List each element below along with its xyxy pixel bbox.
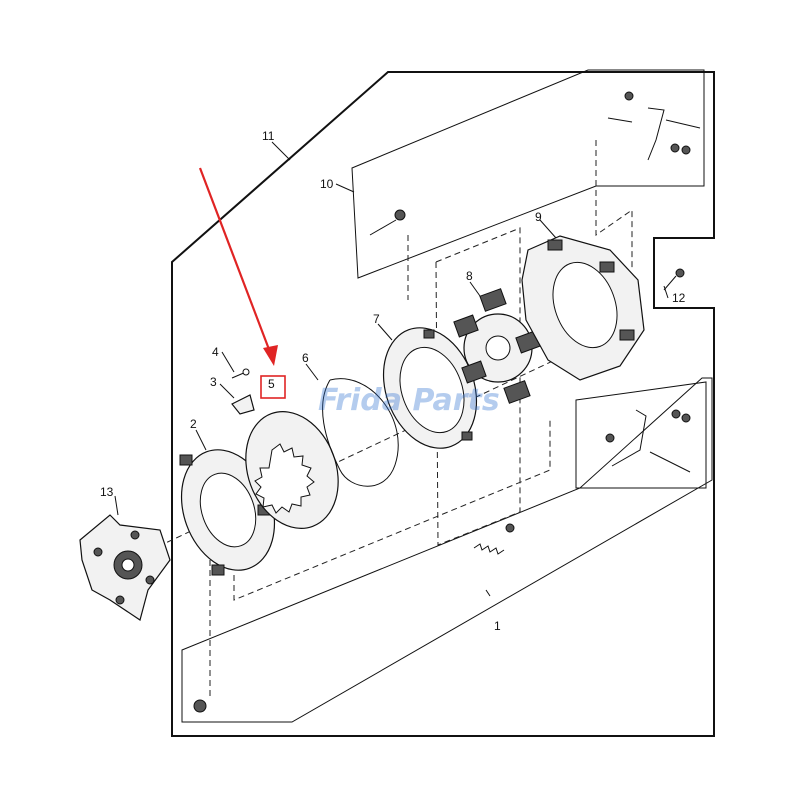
part-8-clutch-disc [453,288,541,404]
part-6-snap-ring [322,378,399,487]
return-spring [473,523,515,555]
callout-13: 13 [100,485,114,499]
highlight-arrow [198,167,278,366]
callout-7: 7 [373,312,380,326]
part-5-friction-disc [245,411,339,529]
part-7-cover [382,327,478,449]
callout-12: 12 [672,291,686,305]
highlight-box [260,375,286,399]
callout-11: 11 [262,129,275,143]
part-9-housing [521,235,645,381]
lower-bracket-frame [575,381,707,489]
callout-9: 9 [535,210,542,224]
part-4-pin [231,368,250,379]
callout-3: 3 [210,375,217,389]
bottom-nut [193,699,207,713]
callout-10: 10 [320,177,334,191]
watermark-text: Frida Parts [318,383,500,418]
part-10-bolt [369,209,406,236]
callout-1: 1 [494,619,501,633]
dashed-guide-e [233,420,551,601]
callout-4: 4 [212,345,219,359]
dashed-guide-a [435,227,521,546]
callout-5: 5 [268,377,275,391]
upper-linkage [607,91,701,161]
part-12-bolt [663,268,685,291]
part-3-bracket [231,394,255,415]
subassembly-10-frame [351,69,705,279]
subassembly-1-frame [181,377,713,723]
assembly-frame [171,71,715,737]
lower-linkage [605,409,691,473]
leader-lines [114,141,669,597]
callout-6: 6 [302,351,309,365]
callout-8: 8 [466,269,473,283]
callout-2: 2 [190,417,197,431]
part-13-hub [79,514,171,621]
